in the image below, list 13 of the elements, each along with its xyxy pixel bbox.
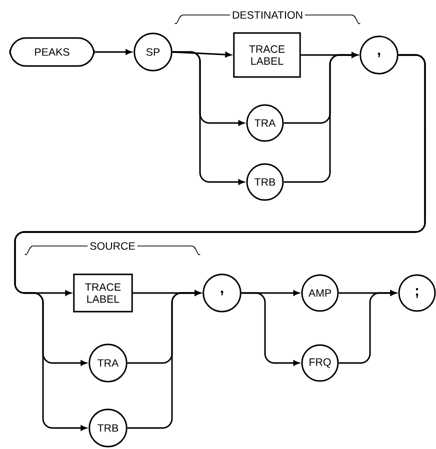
bracket-label: SOURCE — [88, 240, 138, 252]
keyword-box: PEAKS — [9, 37, 95, 67]
arrow — [284, 52, 358, 183]
arrow — [241, 292, 300, 366]
parameter-box: TRACE LABEL — [73, 274, 133, 312]
bracket-label: DESTINATION — [230, 9, 305, 21]
arrow — [172, 51, 244, 185]
arrow — [172, 51, 232, 58]
arrow — [94, 49, 132, 55]
arrow — [127, 290, 201, 429]
parameter-box: TRACE LABEL — [233, 32, 301, 78]
arrow — [14, 54, 426, 431]
arrow — [338, 290, 396, 364]
